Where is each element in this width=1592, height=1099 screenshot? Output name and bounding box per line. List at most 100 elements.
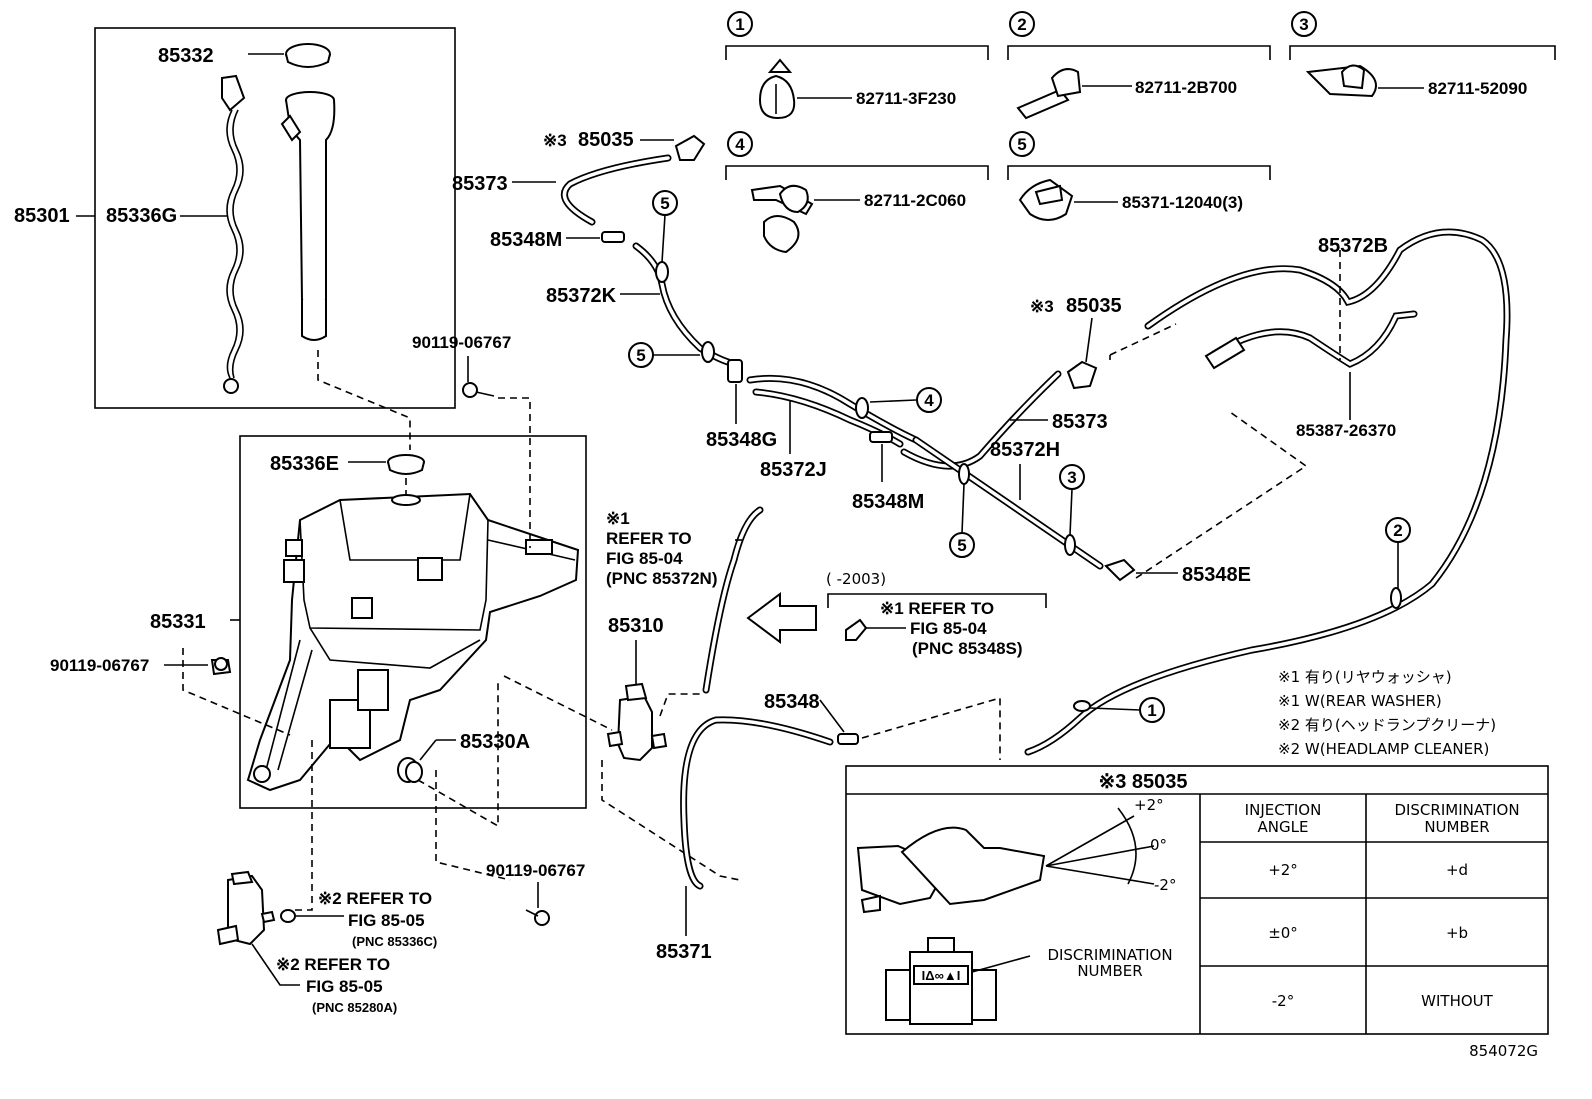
leader-callout-1-a [1089,707,1141,711]
clip-3-part-number: 82711-52090 [1428,79,1527,98]
label-85373-b: 85373 [1052,411,1108,433]
ref1-mark: ※1 [606,509,630,528]
dash-bolt-left [182,648,291,736]
ref3-line3: (PNC 85336C) [352,934,437,949]
angle-zero: 0° [1150,836,1167,854]
clip-5-drawing [1018,178,1118,221]
mark3-b: ※3 [1030,297,1054,316]
dash-pump-up [659,693,700,717]
clip-3-drawing [1305,64,1424,98]
clip-1-drawing [758,58,852,120]
callout-5-a: 5 [660,194,669,213]
label-85310: 85310 [608,615,664,637]
clip-ring-1 [1073,700,1091,712]
tank-box [239,435,587,809]
inset-row3-number: WITHOUT [1421,992,1493,1010]
clip-2-drawing [1016,68,1132,120]
label-85348G: 85348G [706,429,777,451]
ref1-line3: (PNC 85372N) [606,569,718,588]
dash-pump-tank [503,675,613,731]
washer-tank-drawing [246,492,580,792]
note-1: ※1 有り(リヤウォッシャ) [1278,668,1452,686]
dash-bolt-top [498,397,531,548]
ref2-line3: (PNC 85348S) [912,639,1023,658]
dash-85348 [861,696,1001,760]
label-85336E: 85336E [270,453,339,475]
inset-row2-number: +b [1446,924,1468,942]
inset-row1-angle: +2° [1268,861,1298,879]
inset-row2-angle: ±0° [1268,924,1298,942]
year-range: ( -2003) [826,570,886,588]
leader-85035-b [1085,317,1093,363]
disc-glyph: IΔ∞▲I [922,968,961,983]
ref4-line2: FIG 85-05 [306,977,383,996]
label-90119-c: 90119-06767 [486,861,585,880]
year-bracket [827,593,1047,608]
label-85348M-a: 85348M [490,229,562,251]
callout-1-a: 1 [1147,701,1156,720]
label-85348: 85348 [764,691,820,713]
joint-85348M-b [869,431,893,443]
filler-cap-drawing [248,43,331,68]
callout-1-top: 1 [735,15,744,34]
label-85348M-b: 85348M [852,491,924,513]
note-2: ※1 W(REAR WASHER) [1278,692,1442,710]
label-85373-a: 85373 [452,173,508,195]
clip-ring-5-b [701,341,715,363]
callout-4-top: 4 [735,135,745,154]
joint-85348M-a [601,231,625,243]
label-85372J: 85372J [760,459,827,481]
bolt-left [210,657,232,676]
inset-col1-line1: INJECTION [1245,801,1322,819]
leader-85330A-a [419,739,437,761]
inset-col1-line2: ANGLE [1258,818,1309,836]
clip-4-part-number: 82711-2C060 [864,191,966,210]
label-90119-b: 90119-06767 [50,656,149,675]
callout-5-top: 5 [1017,135,1026,154]
grommet-85336E [387,454,425,475]
clip-4-drawing [750,184,860,254]
joint-85348 [819,699,859,745]
dash-headlamp [294,740,313,911]
pump-85310-drawing [606,682,668,762]
label-85372H: 85372H [990,439,1060,461]
clip-ring-5-c [958,463,970,485]
level-gauge-drawing [221,74,246,394]
figure-code: 854072G [1469,1042,1538,1060]
ref4-line3: (PNC 85280A) [312,1000,397,1015]
label-85035-a: 85035 [578,129,634,151]
clip-ring-5-a [655,261,669,283]
direction-arrow [746,592,817,644]
grommet-85330A [397,757,423,783]
bolt-top [462,382,495,398]
label-90119-a: 90119-06767 [412,333,511,352]
dash-85330A [417,680,499,828]
leader-ref4 [251,943,300,986]
label-85348E: 85348E [1182,564,1251,586]
joint-85348G [727,359,743,383]
ref3-line2: FIG 85-05 [348,911,425,930]
dash-85035-b [1109,323,1177,356]
filler-assembly-box [94,27,456,409]
clip-2-part-number: 82711-2B700 [1135,78,1237,97]
label-85332: 85332 [158,45,214,67]
disc-label-line2: NUMBER [1077,962,1142,980]
dash-85348E [1135,411,1308,579]
leader-callout-5-c [961,483,965,534]
clip-1-part-number: 82711-3F230 [856,89,956,108]
rear-joint-drawing [845,618,906,641]
clip-ring-2 [1390,587,1402,609]
callout-2-top: 2 [1017,15,1026,34]
callout-3-top: 3 [1299,15,1308,34]
ref1-line1: REFER TO [606,529,692,548]
clip-5-part-number: 85371-12040(3) [1122,193,1243,212]
callout-circles: 1 2 3 4 5 5 5 4 3 5 2 1 [628,11,1411,723]
nozzle-85035-a [674,134,706,161]
ref1-line2: FIG 85-04 [606,549,683,568]
ref4-line1: ※2 REFER TO [276,955,390,974]
joint-85348E [1104,558,1136,582]
dash-pump-left [601,760,741,881]
nozzle-85035-b [1066,360,1098,390]
callout-2-a: 2 [1393,521,1402,540]
